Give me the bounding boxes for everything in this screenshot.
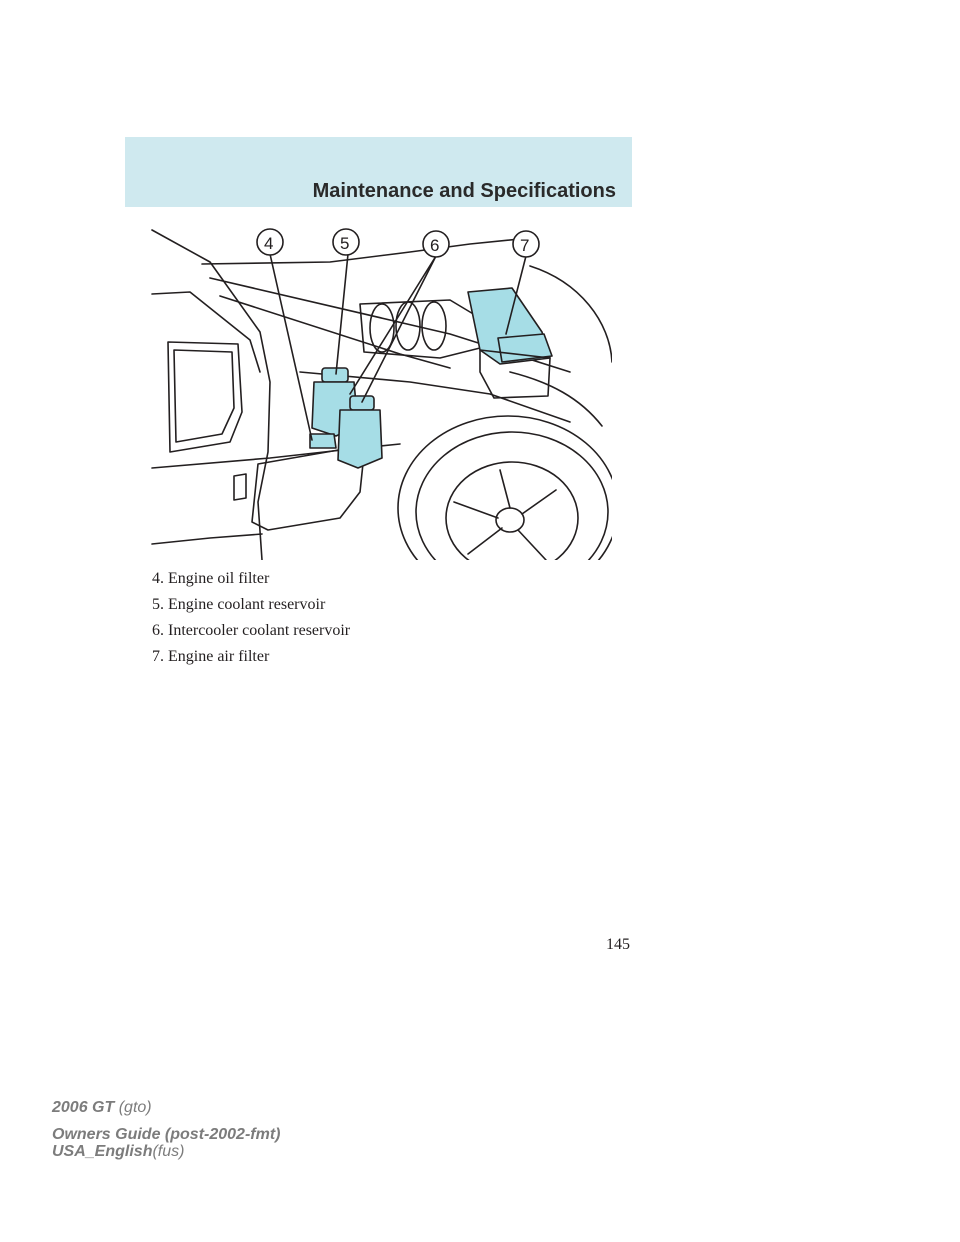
rear-window-inner xyxy=(173,349,235,443)
svg-text:4: 4 xyxy=(264,234,273,253)
coolant-reservoir-cap xyxy=(321,367,349,383)
page-number: 145 xyxy=(606,936,630,953)
leader-line-4 xyxy=(269,253,313,441)
callout-4: 4 xyxy=(256,228,284,256)
footer-language-code: (fus) xyxy=(152,1143,185,1160)
oil-filter xyxy=(309,433,337,449)
intake-ring-3 xyxy=(421,301,447,351)
legend-item-engine-air-filter: 7. Engine air filter xyxy=(152,648,270,665)
frame-rail-2 xyxy=(219,295,451,369)
section-title: Maintenance and Specifications xyxy=(312,180,616,202)
fender-arch xyxy=(529,265,613,363)
footer-line-language: USA_English(fus) xyxy=(52,1143,280,1160)
callout-6: 6 xyxy=(422,230,450,258)
rim-spoke-3 xyxy=(517,529,547,561)
rim-spoke-4 xyxy=(467,527,503,555)
footer-guide: Owners Guide (post-2002-fmt) xyxy=(52,1126,281,1143)
frame-cross xyxy=(299,371,571,423)
footer-line-model: 2006 GT (gto) xyxy=(52,1099,280,1116)
body-rear-quarter xyxy=(151,291,261,373)
body-bottom xyxy=(151,533,263,545)
tire-tread xyxy=(415,431,609,593)
body-outline xyxy=(151,229,271,561)
legend-item-engine-oil-filter: 4. Engine oil filter xyxy=(152,570,270,587)
svg-text:7: 7 xyxy=(520,236,529,255)
fender-inner xyxy=(509,371,603,427)
rear-window xyxy=(167,341,243,453)
svg-text:6: 6 xyxy=(430,236,439,255)
leader-line-5 xyxy=(335,253,349,375)
leader-line-7 xyxy=(505,255,527,335)
section-header-band: Maintenance and Specifications xyxy=(125,137,632,207)
air-filter-box xyxy=(479,349,551,399)
leader-line-6b xyxy=(349,255,437,395)
callout-5: 5 xyxy=(332,228,360,256)
callout-7: 7 xyxy=(512,230,540,258)
svg-text:5: 5 xyxy=(340,234,349,253)
frame-top xyxy=(201,237,531,265)
legend-item-intercooler-coolant-reservoir: 6. Intercooler coolant reservoir xyxy=(152,622,351,639)
document-footer: 2006 GT (gto) Owners Guide (post-2002-fm… xyxy=(52,1099,280,1160)
footer-model-code: (gto) xyxy=(118,1099,152,1116)
engine-compartment-illustration: 4 5 6 7 xyxy=(150,222,619,601)
air-filter-lid xyxy=(497,333,553,363)
rim-spoke-1 xyxy=(499,469,511,509)
side-intake-slot xyxy=(233,473,247,501)
rim-spoke-2 xyxy=(521,489,557,515)
rim-spoke-5 xyxy=(453,501,499,519)
legend-item-engine-coolant-reservoir: 5. Engine coolant reservoir xyxy=(152,596,326,613)
intercooler-reservoir-tank xyxy=(337,409,383,469)
footer-language: USA_English xyxy=(52,1143,153,1160)
footer-model: 2006 GT xyxy=(52,1099,115,1116)
legend-list: 4. Engine oil filter 5. Engine coolant r… xyxy=(152,570,350,674)
leader-line-6 xyxy=(361,255,437,403)
intake-ring-1 xyxy=(369,303,395,353)
rim-outer xyxy=(445,461,579,575)
intercooler-reservoir-cap xyxy=(349,395,375,411)
